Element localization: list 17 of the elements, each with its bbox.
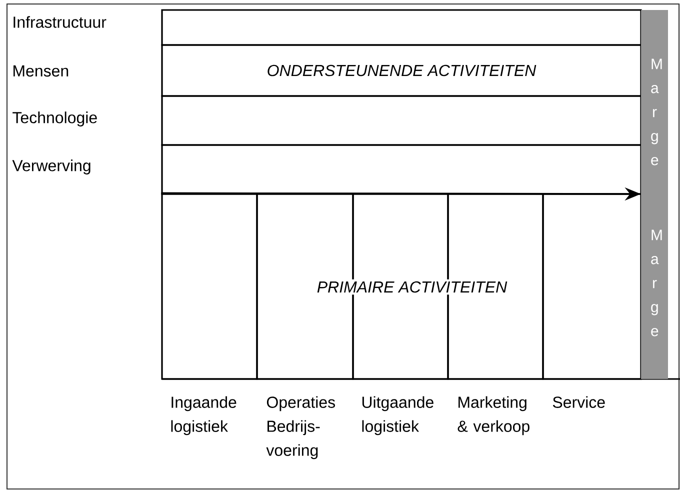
column-label: Uitgaande logistiek [362,396,434,436]
activity-box [161,193,258,380]
column-label: Marketing & verkoop [458,396,530,436]
row-label: Verwerving [12,160,90,174]
row-label: Mensen [14,65,68,77]
activity-box [161,9,642,46]
activity-box [161,144,642,195]
activity-box [542,193,642,380]
activity-row: ONDERSTEUNENDE ACTIVITEITEN [161,44,642,97]
column-label: Operaties Bedrijs- voering [266,396,335,460]
activity-box [161,95,642,146]
column-label: Service [552,396,605,408]
row-label: Infrastructuur [14,16,106,28]
column-label: Ingaande logistiek [171,396,236,436]
section-title: PRIMAIRE ACTIVITEITEN [314,279,510,295]
margin-band: Marge Marge [641,10,668,379]
row-label: Technologie [12,112,97,126]
